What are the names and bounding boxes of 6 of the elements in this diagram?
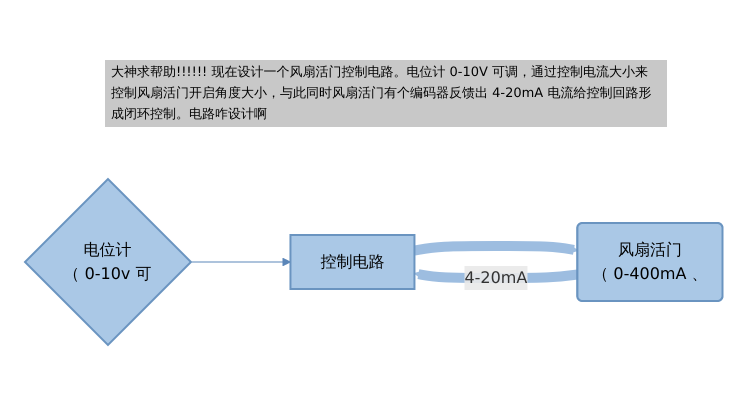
arrow — [190, 258, 291, 266]
edge-label: 4-20mA — [464, 268, 528, 287]
node-diamond: 电位计 （ 0-10v 可 — [23, 178, 192, 346]
question-text: 大神求帮助!!!!!! 现在设计一个风扇活门控制电路。电位计 0-10V 可调，通过控制电流大小来控制风扇活门开启角度大小，与此同时风扇活门有个编码器反馈出 4-20mA 电流给控制回路形成闭环控制。电路咋设计啊 — [105, 60, 667, 127]
node-box: 控制电路 — [289, 234, 416, 290]
arrow — [413, 241, 578, 256]
